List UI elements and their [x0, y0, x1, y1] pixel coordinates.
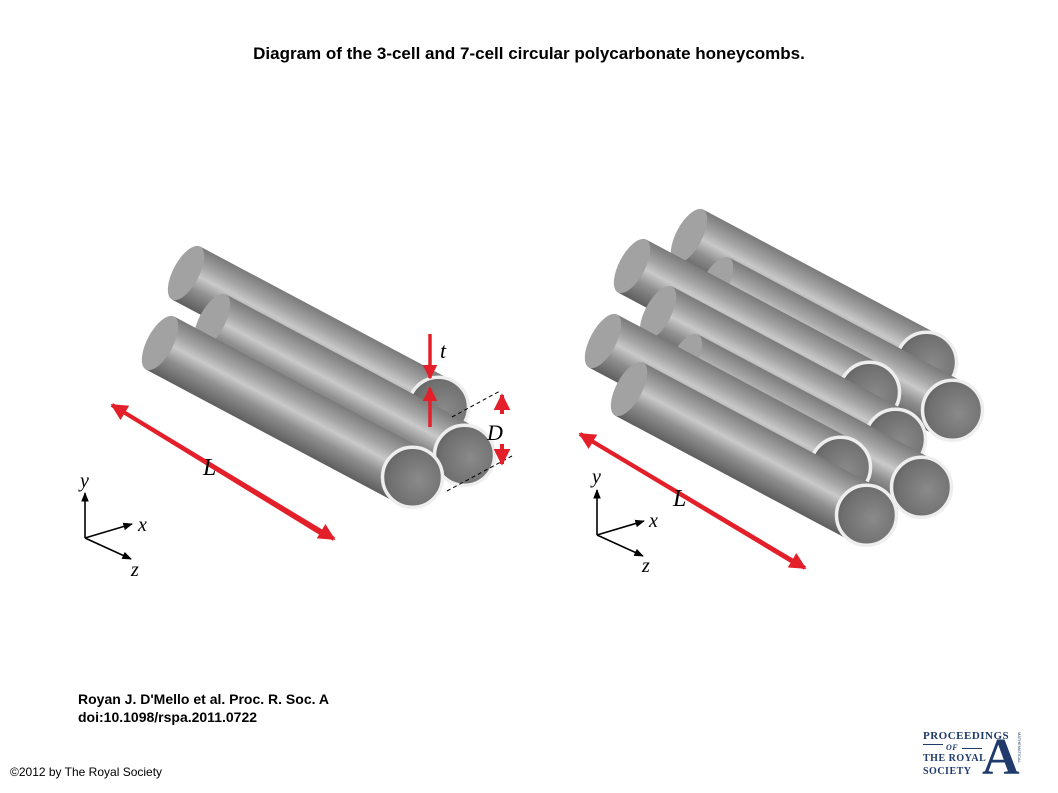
length-dimension [578, 432, 807, 570]
seven-cell-honeycomb [578, 208, 985, 570]
logo-rule [962, 748, 982, 749]
three-cell-honeycomb [81, 245, 513, 560]
citation: Royan J. D'Mello et al. Proc. R. Soc. A … [78, 690, 329, 726]
logo-line-1: PROCEEDINGS [923, 730, 1010, 742]
logo-line-4: SOCIETY [923, 766, 972, 777]
citation-authors: Royan J. D'Mello et al. Proc. R. Soc. A [78, 691, 329, 707]
tube [610, 361, 899, 548]
logo-letter: A [982, 729, 1020, 786]
logo-line-3: THE ROYAL [923, 753, 987, 764]
diameter-label: D [486, 420, 503, 445]
logo-side-text: MATHEMATICAL, PHYSICAL & ENGINEERING SCI… [1016, 732, 1022, 764]
axis-x-label: x [137, 514, 147, 536]
proceedings-logo: PROCEEDINGS OF THE ROYAL SOCIETY A MATHE… [920, 728, 1030, 786]
axis-triad [593, 489, 645, 557]
axis-z-label: z [641, 555, 650, 577]
length-dimension [110, 403, 336, 541]
axis-z-label: z [130, 559, 139, 581]
figure-title: Diagram of the 3-cell and 7-cell circula… [253, 44, 805, 63]
axis-x-label: x [648, 510, 658, 532]
diameter-dimension [446, 390, 513, 492]
citation-doi: doi:10.1098/rspa.2011.0722 [78, 709, 258, 725]
tube [141, 315, 445, 510]
axis-y-label: y [590, 466, 601, 488]
logo-line-2: OF [946, 743, 959, 752]
axis-triad [81, 492, 133, 560]
length-label: L [202, 455, 216, 481]
thickness-label: t [440, 338, 447, 363]
copyright-notice: ©2012 by The Royal Society [10, 765, 163, 779]
length-label: L [672, 486, 686, 512]
axis-y-label: y [78, 470, 89, 492]
logo-rule [923, 744, 943, 745]
